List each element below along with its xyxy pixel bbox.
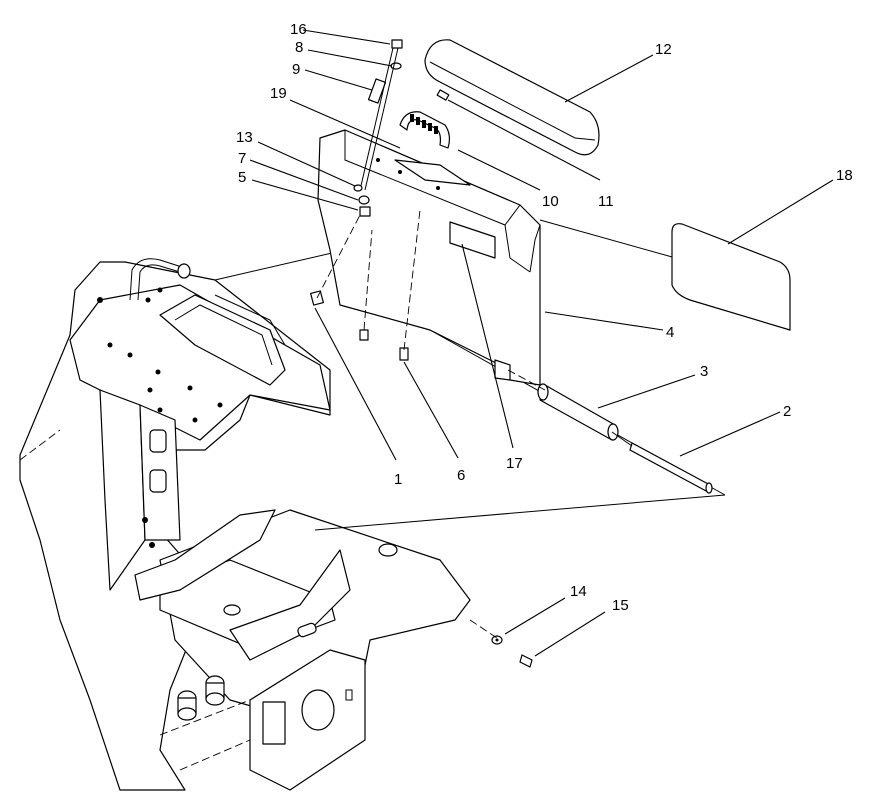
decal-plate bbox=[671, 223, 791, 331]
fastener-parts bbox=[310, 39, 421, 361]
seat-cushion bbox=[424, 39, 600, 156]
pivot-pin bbox=[507, 369, 713, 494]
spacer-part bbox=[436, 89, 450, 101]
pivot-tube bbox=[537, 383, 619, 441]
callout-13: 13 bbox=[236, 129, 253, 146]
callout-7: 7 bbox=[238, 150, 246, 167]
leader-lines bbox=[249, 29, 834, 657]
frame-assembly bbox=[19, 258, 471, 791]
callout-19: 19 bbox=[270, 85, 287, 102]
handle-part bbox=[399, 111, 451, 149]
callout-9: 9 bbox=[292, 61, 300, 78]
callout-2: 2 bbox=[783, 403, 791, 420]
callout-8: 8 bbox=[295, 39, 303, 56]
callout-14: 14 bbox=[570, 583, 587, 600]
callout-3: 3 bbox=[700, 363, 708, 380]
callout-4: 4 bbox=[666, 324, 674, 341]
callout-labels: 1 2 3 4 5 6 7 8 9 10 11 12 13 14 15 16 1… bbox=[236, 21, 853, 614]
callout-12: 12 bbox=[655, 41, 672, 58]
callout-6: 6 bbox=[457, 467, 465, 484]
callout-5: 5 bbox=[238, 169, 246, 186]
rear-fasteners bbox=[469, 619, 533, 668]
callout-17: 17 bbox=[506, 455, 523, 472]
callout-11: 11 bbox=[598, 193, 614, 210]
callout-1: 1 bbox=[394, 471, 402, 488]
callout-10: 10 bbox=[542, 193, 559, 210]
callout-18: 18 bbox=[836, 167, 853, 184]
callout-16: 16 bbox=[290, 21, 307, 38]
seat-support-panel bbox=[317, 129, 541, 386]
callout-15: 15 bbox=[612, 597, 629, 614]
